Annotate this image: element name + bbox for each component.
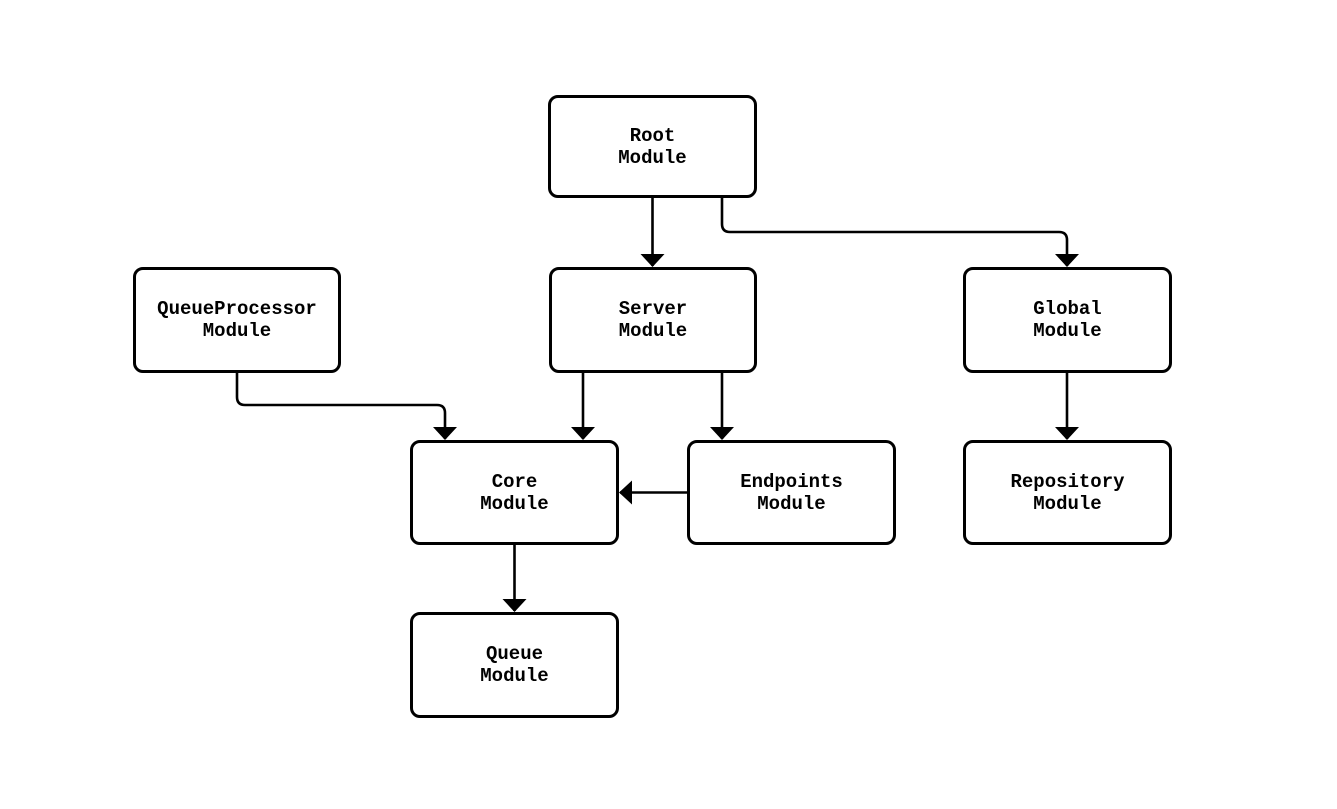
node-repository-module: Repository Module xyxy=(963,440,1172,545)
node-server-module: Server Module xyxy=(549,267,757,373)
node-root-module-label: Root Module xyxy=(618,124,687,169)
node-root-module: Root Module xyxy=(548,95,757,198)
node-global-module: Global Module xyxy=(963,267,1172,373)
node-repository-module-label: Repository Module xyxy=(1010,470,1125,515)
node-global-module-label: Global Module xyxy=(1033,298,1102,342)
node-server-module-label: Server Module xyxy=(618,298,688,342)
node-core-module: Core Module xyxy=(410,440,619,545)
node-queue-module-label: Queue Module xyxy=(480,643,549,687)
edge-root-to-global xyxy=(720,198,1079,267)
node-queue-module: Queue Module xyxy=(410,612,619,718)
node-queueprocessor-module: QueueProcessor Module xyxy=(133,267,341,373)
node-core-module-label: Core Module xyxy=(480,470,549,515)
node-queueprocessor-module-label: QueueProcessor Module xyxy=(157,298,317,342)
node-endpoints-module-label: Endpoints Module xyxy=(740,470,843,515)
node-endpoints-module: Endpoints Module xyxy=(687,440,896,545)
edge-queueprocessor-to-core xyxy=(235,373,457,440)
